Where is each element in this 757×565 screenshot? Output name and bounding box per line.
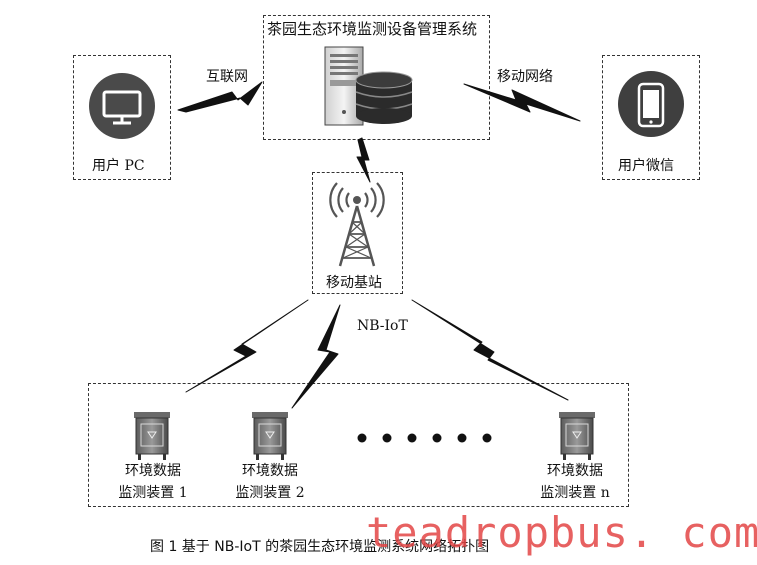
- device-1-line1: 环境数据: [125, 463, 181, 479]
- watermark-text: teadropbus. com: [366, 508, 757, 557]
- cabinet-icon-n: [558, 411, 596, 461]
- pc-box: [73, 55, 171, 180]
- nbiot-label: NB-IoT: [357, 318, 408, 334]
- more-devices-dots: [357, 433, 492, 443]
- database-icon: [355, 71, 413, 124]
- system-box: [263, 15, 490, 140]
- monitor-icon: [89, 73, 155, 139]
- device1-bolt: [185, 299, 309, 393]
- station-box: [312, 172, 403, 294]
- devices-box: [88, 383, 629, 507]
- internet-bolt: [177, 81, 263, 113]
- device-n-line1: 环境数据: [547, 463, 603, 479]
- device-1-label: 环境数据 监测装置 1: [110, 460, 196, 504]
- device2-bolt: [291, 304, 341, 409]
- figure-caption: 图 1 基于 NB-IoT 的茶园生态环境监测系统网络拓扑图: [150, 539, 490, 555]
- station-label: 移动基站: [326, 275, 382, 291]
- cabinet-icon-2: [251, 411, 289, 461]
- device-2-line1: 环境数据: [242, 463, 298, 479]
- mobile-network-bolt: [463, 83, 581, 122]
- device-n-line2: 监测装置 n: [540, 485, 610, 501]
- station-bolt: [356, 137, 371, 183]
- devicen-bolt: [411, 299, 569, 401]
- pc-label: 用户 PC: [92, 158, 145, 174]
- wechat-label: 用户微信: [618, 158, 674, 174]
- smartphone-icon: [618, 71, 684, 137]
- device-n-label: 环境数据 监测装置 n: [532, 460, 618, 504]
- device-2-line2: 监测装置 2: [235, 485, 305, 501]
- tower-icon: [329, 182, 385, 267]
- system-label: 茶园生态环境监测设备管理系统: [267, 20, 478, 38]
- internet-label: 互联网: [206, 69, 248, 85]
- wechat-box: [602, 55, 700, 180]
- cabinet-icon-1: [133, 411, 171, 461]
- mobile-network-label: 移动网络: [497, 69, 553, 85]
- device-2-label: 环境数据 监测装置 2: [227, 460, 313, 504]
- device-1-line2: 监测装置 1: [118, 485, 188, 501]
